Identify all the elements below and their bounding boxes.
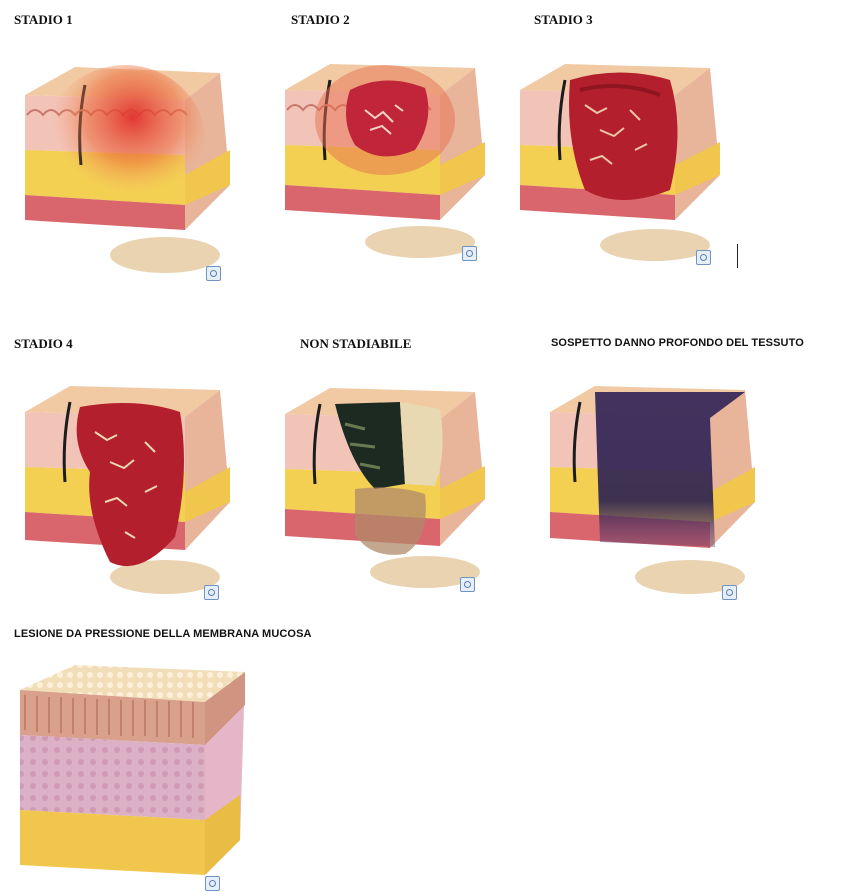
logo-icon: [462, 246, 477, 261]
stage-4-illustration: [15, 372, 235, 602]
label-sospetto-danno: SOSPETTO DANNO PROFONDO DEL TESSUTO: [551, 337, 804, 349]
logo-icon: [696, 250, 711, 265]
label-membrana-mucosa: LESIONE DA PRESSIONE DELLA MEMBRANA MUCO…: [14, 628, 312, 640]
label-non-stadiabile: NON STADIABILE: [300, 336, 411, 352]
label-stadio-3: STADIO 3: [534, 12, 593, 28]
logo-icon: [206, 266, 221, 281]
logo-icon: [460, 577, 475, 592]
logo-icon: [205, 876, 220, 891]
stage-2-illustration: [275, 50, 490, 265]
deep-tissue-injury-illustration: [540, 372, 760, 597]
logo-icon: [722, 585, 737, 600]
mucosal-membrane-illustration: [15, 660, 250, 895]
label-stadio-2: STADIO 2: [291, 12, 350, 28]
label-stadio-4: STADIO 4: [14, 336, 73, 352]
unstageable-illustration: [275, 374, 495, 594]
stage-1-illustration: [15, 55, 240, 285]
logo-icon: [204, 585, 219, 600]
label-stadio-1: STADIO 1: [14, 12, 73, 28]
stage-3-illustration: [510, 50, 725, 270]
text-cursor: [737, 244, 738, 268]
